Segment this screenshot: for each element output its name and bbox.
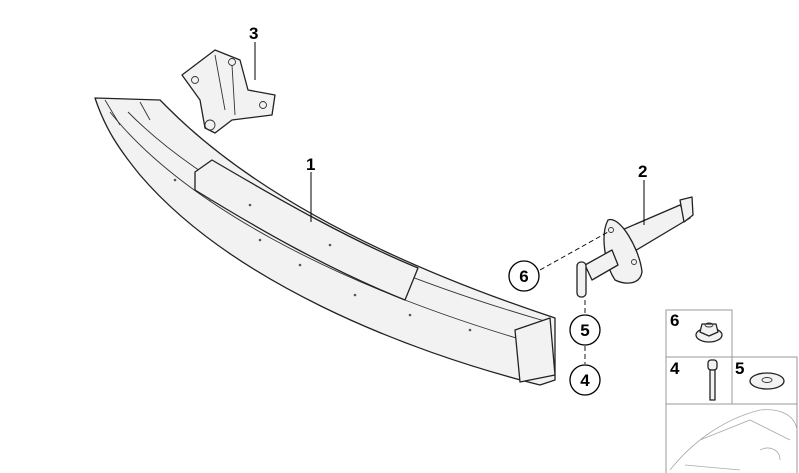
bolt-icon	[707, 359, 718, 401]
svg-text:5: 5	[580, 321, 589, 340]
washer-icon	[749, 372, 785, 390]
label-pin-assembly: 2	[638, 162, 647, 181]
label-bumper-beam: 1	[306, 155, 315, 174]
car-silhouette-icon	[669, 409, 798, 471]
legend-label-bolt: 4	[670, 359, 680, 378]
nut-icon	[695, 322, 723, 343]
label-bracket: 3	[249, 24, 258, 43]
leader-lines	[254, 42, 645, 364]
callout-5[interactable]: 5	[569, 314, 601, 346]
callout-4[interactable]: 4	[569, 364, 601, 396]
legend-label-nut: 6	[670, 311, 679, 330]
legend-label-washer: 5	[735, 359, 744, 378]
svg-text:4: 4	[580, 371, 590, 390]
bracket[interactable]	[181, 49, 276, 134]
callout-6[interactable]: 6	[508, 260, 540, 292]
bumper-beam[interactable]	[94, 97, 556, 386]
svg-text:6: 6	[519, 267, 528, 286]
fastener-legend-panel: 6 4 5	[665, 309, 798, 473]
pin-assembly[interactable]	[576, 196, 694, 298]
